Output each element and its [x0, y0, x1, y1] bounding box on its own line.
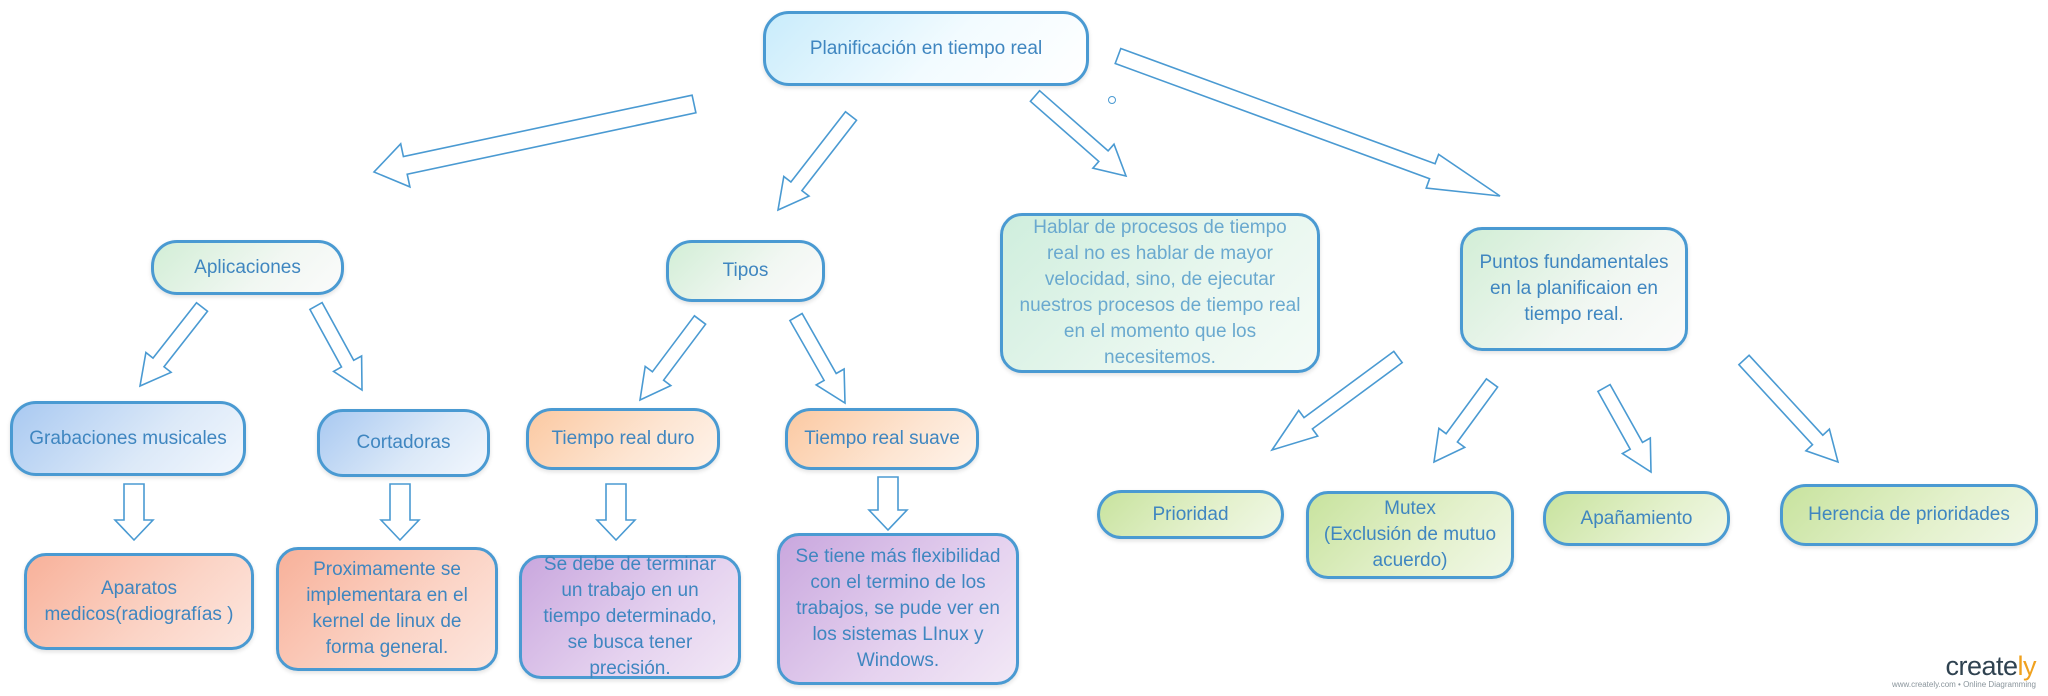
mutex-title: Mutex	[1384, 498, 1436, 519]
node-tipos[interactable]: Tipos	[666, 240, 825, 302]
node-root[interactable]: Planificación en tiempo real	[763, 11, 1089, 86]
node-descripcion[interactable]: Hablar de procesos de tiempo real no es …	[1000, 213, 1320, 373]
arrow-cortadoras-to-proximamente	[379, 483, 421, 542]
arrow-duro-to-desc	[595, 483, 637, 542]
mutex-detail: (Exclusión de mutuo acuerdo)	[1323, 524, 1497, 571]
arrow-root-to-tipos	[776, 110, 858, 212]
node-grabaciones-musicales[interactable]: Grabaciones musicales	[10, 401, 246, 476]
arrow-puntos-to-prioridad	[1270, 350, 1404, 452]
arrow-root-to-aplicaciones	[372, 94, 697, 189]
node-proximamente[interactable]: Proximamente se implementara en el kerne…	[276, 547, 498, 671]
node-prioridad[interactable]: Prioridad	[1097, 490, 1284, 539]
arrow-aplicaciones-to-cortadoras	[308, 301, 363, 392]
creately-logo: creately www.creately.com • Online Diagr…	[1891, 651, 2037, 690]
arrow-puntos-to-apanamiento	[1596, 383, 1652, 474]
arrow-puntos-to-herencia	[1737, 354, 1840, 464]
arrow-grabaciones-to-aparatos	[113, 483, 155, 542]
node-apanamiento[interactable]: Apañamiento	[1543, 491, 1730, 546]
node-aplicaciones[interactable]: Aplicaciones	[151, 240, 344, 295]
node-cortadoras[interactable]: Cortadoras	[317, 409, 490, 477]
node-tiempo-real-duro-desc[interactable]: Se debe de terminar un trabajo en un tie…	[519, 554, 741, 679]
arrow-aplicaciones-to-grabaciones	[138, 301, 209, 388]
node-herencia-prioridades[interactable]: Herencia de prioridades	[1780, 484, 2038, 546]
logo-tagline: www.creately.com • Online Diagramming	[1891, 680, 2036, 689]
arrow-puntos-to-mutex	[1432, 377, 1499, 464]
arrow-tipos-to-suave	[788, 312, 846, 405]
node-puntos-fundamentales[interactable]: Puntos fundamentales en la planificaion …	[1460, 227, 1688, 351]
node-tiempo-real-suave[interactable]: Tiempo real suave	[785, 408, 979, 470]
arrow-root-to-descripcion	[1029, 89, 1128, 178]
arrow-tipos-to-duro	[638, 314, 707, 402]
logo-wordmark: creately	[1945, 651, 2036, 681]
connection-point	[1108, 96, 1116, 104]
node-tiempo-real-suave-desc[interactable]: Se tiene más flexibilidad con el termino…	[777, 533, 1019, 685]
arrow-suave-to-desc	[867, 476, 909, 532]
arrow-root-to-puntos	[1114, 47, 1501, 197]
node-aparatos-medicos[interactable]: Aparatos medicos(radiografías )	[24, 553, 254, 650]
node-mutex[interactable]: Mutex (Exclusión de mutuo acuerdo)	[1306, 491, 1514, 579]
node-tiempo-real-duro[interactable]: Tiempo real duro	[526, 408, 720, 470]
